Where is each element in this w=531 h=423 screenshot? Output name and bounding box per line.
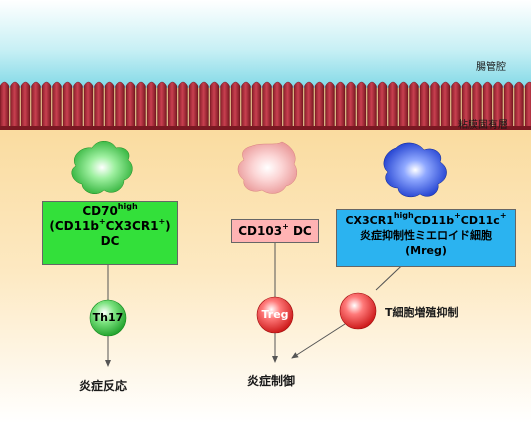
mreg-label-box: CX3CR1highCD11b+CD11c+ 炎症抑制性ミエロイド細胞 (Mre… — [336, 209, 516, 267]
villus-column — [125, 81, 136, 129]
mreg-description: 炎症抑制性ミエロイド細胞 — [360, 229, 492, 242]
dc-cell-blue — [383, 142, 447, 198]
villus-column — [73, 81, 83, 129]
villus-column — [0, 81, 10, 129]
villus-column — [283, 81, 293, 129]
epithelial-layer — [0, 81, 531, 130]
villus-column — [461, 81, 472, 129]
lamina-propria-label: 粘膜固有層 — [458, 120, 508, 131]
villus-column — [31, 81, 41, 129]
treg-label: Treg — [261, 308, 289, 321]
villus-column — [178, 81, 188, 129]
villus-column — [325, 81, 335, 129]
dc-green-label-box: CD70high (CD11b+CX3CR1+) DC — [42, 201, 178, 265]
th17-label: Th17 — [92, 311, 124, 324]
villus-column — [251, 81, 262, 129]
villus-column — [503, 81, 514, 129]
mreg-abbrev: (Mreg) — [405, 244, 447, 257]
dc-cell-pink — [237, 141, 297, 194]
villus-column — [419, 81, 430, 129]
villus-column — [440, 81, 451, 129]
villus-column — [104, 81, 115, 129]
villus-column — [241, 81, 251, 129]
mreg-sup-3: + — [499, 211, 507, 221]
dc-green-type: DC — [100, 234, 120, 248]
villus-column — [377, 81, 388, 129]
dc-green-sup-2a: + — [98, 217, 106, 226]
villus-column — [41, 81, 52, 129]
villus-column — [398, 81, 409, 129]
dc-green-sup-1: high — [117, 202, 138, 211]
villus-column — [157, 81, 167, 129]
villus-column — [409, 81, 419, 129]
mreg-marker-3: CD11c — [460, 214, 500, 227]
villus-column — [524, 81, 531, 129]
dc-green-sup-2b: + — [158, 217, 166, 226]
villus-column — [10, 81, 20, 129]
villus-column — [482, 81, 493, 129]
villus-column — [472, 81, 482, 129]
villus-column — [136, 81, 146, 129]
mreg-sup-2: + — [454, 211, 461, 221]
villus-column — [146, 81, 157, 129]
villus-column — [115, 81, 125, 129]
villus-column — [514, 81, 524, 129]
villus-column — [262, 81, 272, 129]
villus-column — [52, 81, 62, 129]
villus-column — [83, 81, 94, 129]
mreg-sup-1: high — [393, 211, 414, 221]
villus-column — [188, 81, 199, 129]
villus-column — [94, 81, 104, 129]
villus-column — [367, 81, 377, 129]
villus-column — [272, 81, 283, 129]
dc-pink-type: DC — [288, 224, 312, 238]
t-cell-suppression-label: T細胞増殖抑制 — [385, 306, 459, 319]
villus-column — [356, 81, 367, 129]
mreg-marker-1: CX3CR1 — [345, 214, 394, 227]
dc-cell-green — [71, 141, 133, 194]
villus-column — [230, 81, 241, 129]
dc-green-marker-1: CD70 — [82, 204, 118, 218]
basement-membrane — [0, 126, 531, 130]
dc-pink-marker: CD103 — [238, 224, 283, 238]
arrow-mreg-control — [291, 323, 346, 359]
villus-column — [62, 81, 73, 129]
villus-column — [209, 81, 220, 129]
villus-column — [493, 81, 503, 129]
dc-pink-sup: + — [282, 222, 289, 231]
suppressed-t-cell — [339, 292, 377, 330]
villus-column — [451, 81, 461, 129]
lumen-label: 腸管腔 — [476, 62, 506, 73]
villus-column — [346, 81, 356, 129]
intestinal-lumen-region — [0, 0, 531, 90]
dc-green-paren: ) — [165, 219, 171, 233]
villus-column — [199, 81, 209, 129]
villus-column — [314, 81, 325, 129]
villus-column — [167, 81, 178, 129]
mreg-marker-2: CD11b — [413, 214, 455, 227]
villus-column — [388, 81, 398, 129]
villus-column — [335, 81, 346, 129]
dc-green-marker-2b: CX3CR1 — [105, 219, 159, 233]
villus-column — [430, 81, 440, 129]
villus-column — [293, 81, 304, 129]
villus-column — [304, 81, 314, 129]
dc-pink-label-box: CD103+ DC — [231, 219, 319, 243]
inflammation-control-label: 炎症制御 — [247, 374, 296, 388]
villus-column — [20, 81, 31, 129]
villus-column — [220, 81, 230, 129]
dc-green-marker-2a: (CD11b — [49, 219, 99, 233]
inflammation-outcome-label: 炎症反応 — [79, 379, 128, 393]
